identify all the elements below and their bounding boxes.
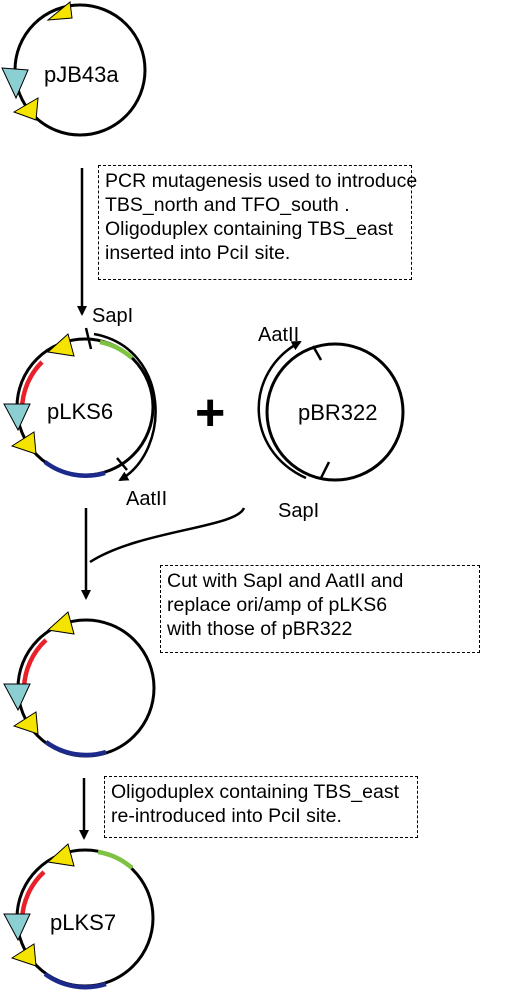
yellow-triangle-marker [46, 843, 75, 867]
merge-connector [89, 507, 246, 564]
green-segment [99, 339, 134, 360]
yellow-triangle-marker [46, 1, 73, 21]
note-step3: Oligoduplex containing TBS_east re-intro… [104, 776, 418, 838]
site-label-sapi: SapI [92, 305, 133, 327]
site-label-aatii: AatII [258, 324, 299, 346]
cyan-triangle-marker [3, 403, 31, 432]
blue-segment [44, 740, 107, 758]
cyan-triangle-marker [3, 683, 31, 712]
plasmid-backbone [265, 342, 405, 482]
plasmid-pbr322: pBR322 AatII SapI [257, 324, 405, 522]
note-step1: PCR mutagenesis used to introduce TBS_no… [98, 165, 418, 280]
ori-amp-region-arrow [257, 340, 307, 480]
yellow-triangle-marker [12, 97, 39, 121]
plasmid-name-plks6: pLKS6 [47, 399, 113, 424]
note-step2: Cut with SapI and AatII and replace ori/… [160, 565, 480, 653]
green-segment [97, 849, 134, 870]
yellow-triangle-marker [46, 611, 75, 635]
plasmid-plks6: pLKS6 SapI AatII [3, 305, 167, 510]
red-segment [19, 360, 44, 411]
plasmid-plks7: pLKS7 [3, 843, 155, 990]
sapi-cut-tick [319, 461, 331, 479]
ori-amp-region-arrow [93, 332, 157, 482]
plasmid-backbone [16, 618, 156, 758]
sapi-cut-tick [84, 327, 93, 350]
blue-segment [43, 460, 106, 478]
site-label-sapi: SapI [278, 500, 319, 522]
note-line: Oligoduplex containing TBS_east [111, 781, 399, 803]
note-line: re-introduced into PciI site. [111, 805, 342, 827]
plus-operator: + [195, 384, 225, 442]
yellow-triangle-marker [10, 943, 37, 967]
note-line: TBS_north and TFO_south . [105, 194, 350, 216]
yellow-triangle-marker [10, 431, 37, 455]
blue-segment [43, 972, 107, 990]
red-segment [21, 638, 48, 689]
plasmid-name-pbr322: pBR322 [298, 400, 378, 425]
site-label-aatii: AatII [126, 488, 167, 510]
yellow-triangle-marker [12, 711, 39, 735]
red-segment [19, 870, 46, 921]
plasmid-name-plks7: pLKS7 [50, 910, 116, 935]
plasmid-intermediate [3, 611, 156, 758]
aatii-cut-tick [311, 345, 323, 361]
yellow-triangle-marker [46, 333, 75, 357]
plasmid-name-pjb43a: pJB43a [44, 62, 119, 87]
cyan-triangle-marker [1, 67, 29, 100]
note-line: replace ori/amp of pLKS6 [167, 594, 388, 616]
note-line: with those of pBR322 [167, 618, 353, 640]
cyan-triangle-marker [3, 913, 31, 942]
note-line: PCR mutagenesis used to introduce [105, 170, 418, 192]
note-line: inserted into PciI site. [105, 242, 291, 264]
note-line: Oligoduplex containing TBS_east [105, 218, 393, 240]
aatii-cut-tick [116, 457, 128, 471]
plasmid-pjb43a: pJB43a [1, 1, 147, 137]
note-line: Cut with SapI and AatII and [167, 570, 404, 592]
